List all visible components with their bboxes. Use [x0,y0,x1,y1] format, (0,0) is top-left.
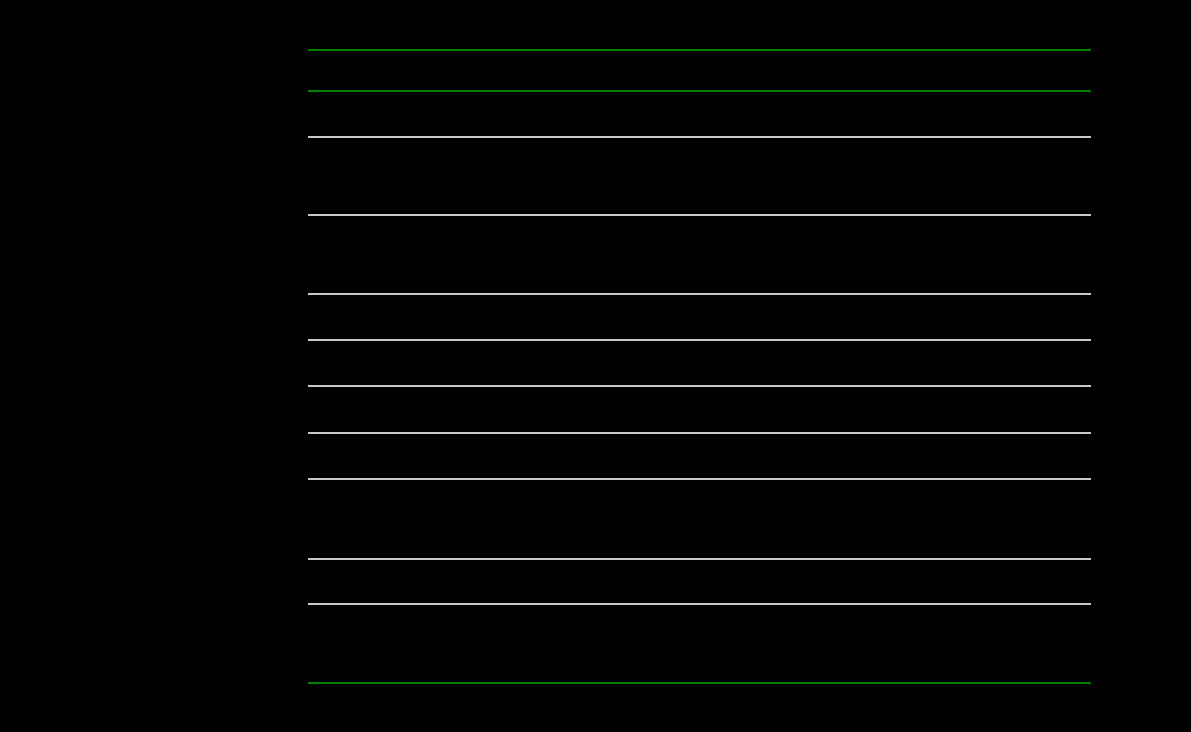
table-bottom-rule [308,682,1091,684]
row-separator-rule [308,293,1091,295]
row-separator-rule [308,339,1091,341]
row-separator-rule [308,385,1091,387]
row-separator-rule [308,136,1091,138]
row-separator-rule [308,432,1091,434]
header-separator-rule [308,90,1091,92]
row-separator-rule [308,558,1091,560]
row-separator-rule [308,603,1091,605]
row-separator-rule [308,478,1091,480]
table-top-rule [308,49,1091,51]
row-separator-rule [308,214,1091,216]
